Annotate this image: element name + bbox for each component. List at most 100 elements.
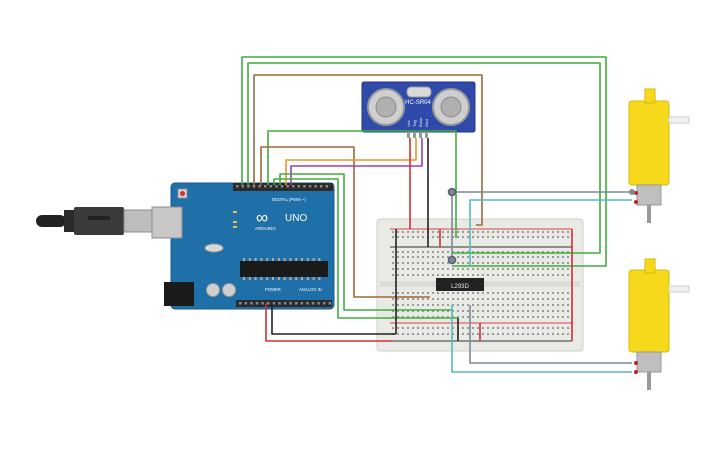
breadboard-hole [567,316,569,318]
breadboard-hole [417,310,419,312]
power-pin [250,302,253,305]
breadboard-hole [537,310,539,312]
breadboard-hole [557,292,559,294]
breadboard-hole [402,304,404,306]
breadboard-hole [527,310,529,312]
breadboard-hole [432,231,434,233]
breadboard-hole [432,333,434,335]
breadboard-hole [522,304,524,306]
breadboard-hole [417,298,419,300]
breadboard-hole [417,316,419,318]
breadboard-hole [437,256,439,258]
breadboard-hole [517,333,519,335]
breadboard-hole [462,304,464,306]
breadboard-hole [402,262,404,264]
pin-label-trig: Trig [412,120,417,127]
breadboard-hole [532,310,534,312]
breadboard-hole [487,268,489,270]
breadboard-hole [422,327,424,329]
breadboard-hole [437,327,439,329]
breadboard-hole [487,274,489,276]
breadboard-hole [567,268,569,270]
breadboard-hole [422,304,424,306]
breadboard-hole [417,274,419,276]
capacitor-1 [206,283,220,297]
breadboard-hole [437,268,439,270]
breadboard-hole [442,333,444,335]
breadboard-hole [497,236,499,238]
breadboard-hole [482,274,484,276]
breadboard-hole [447,333,449,335]
breadboard-hole [427,298,429,300]
breadboard-hole [512,298,514,300]
chip-pin [295,258,298,261]
chip-pin [260,277,263,280]
breadboard-hole [462,262,464,264]
breadboard-hole [397,327,399,329]
breadboard-hole [557,333,559,335]
breadboard-hole [452,327,454,329]
breadboard-hole [537,292,539,294]
breadboard-hole [547,333,549,335]
breadboard-hole [412,298,414,300]
chip-pin [306,277,309,280]
breadboard-hole [412,316,414,318]
breadboard-hole [522,256,524,258]
breadboard-hole [442,310,444,312]
breadboard-hole [492,256,494,258]
breadboard-hole [547,251,549,253]
breadboard-hole [557,327,559,329]
breadboard-hole [432,256,434,258]
breadboard-hole [537,268,539,270]
digital-pin [292,185,295,188]
breadboard-hole [467,292,469,294]
chip-pin [306,258,309,261]
power-pin [300,302,304,305]
digital-pin [308,185,312,188]
motor-bottom [628,258,690,390]
breadboard-hole [397,292,399,294]
breadboard-hole [442,251,444,253]
breadboard-hole [542,304,544,306]
breadboard-hole [407,274,409,276]
breadboard-hole [487,292,489,294]
breadboard-hole [527,256,529,258]
breadboard-hole [447,236,449,238]
breadboard-hole [432,236,434,238]
wire-black-gnd-arduino [271,303,396,335]
breadboard-hole [547,268,549,270]
breadboard-hole [517,262,519,264]
breadboard-hole [532,304,534,306]
breadboard-hole [492,251,494,253]
breadboard-hole [542,236,544,238]
breadboard-hole [552,268,554,270]
breadboard-hole [502,292,504,294]
l293d-chip [436,278,484,291]
breadboard-hole [567,231,569,233]
usb-plug-body [74,207,124,235]
breadboard-hole [427,262,429,264]
breadboard-hole [397,268,399,270]
usb-cable-end [36,215,66,227]
breadboard-hole [407,262,409,264]
breadboard-hole [487,333,489,335]
breadboard-hole [447,327,449,329]
wire-brown-top [253,74,483,226]
wire-teal-motor-top [469,199,632,266]
chip-pin [312,277,315,280]
wire-gray-motor-bottom [469,305,632,364]
breadboard-hole [527,316,529,318]
power-pin [278,302,281,305]
breadboard-hole [542,310,544,312]
breadboard-hole [562,298,564,300]
breadboard-hole [537,236,539,238]
breadboard-hole [392,236,394,238]
breadboard-hole [472,262,474,264]
breadboard-hole [392,298,394,300]
breadboard-hole [472,298,474,300]
arduino-logo-icon: ∞ [256,208,268,227]
breadboard-hole [402,327,404,329]
digital-pin [286,185,289,188]
breadboard-hole [427,251,429,253]
breadboard-hole [562,316,564,318]
